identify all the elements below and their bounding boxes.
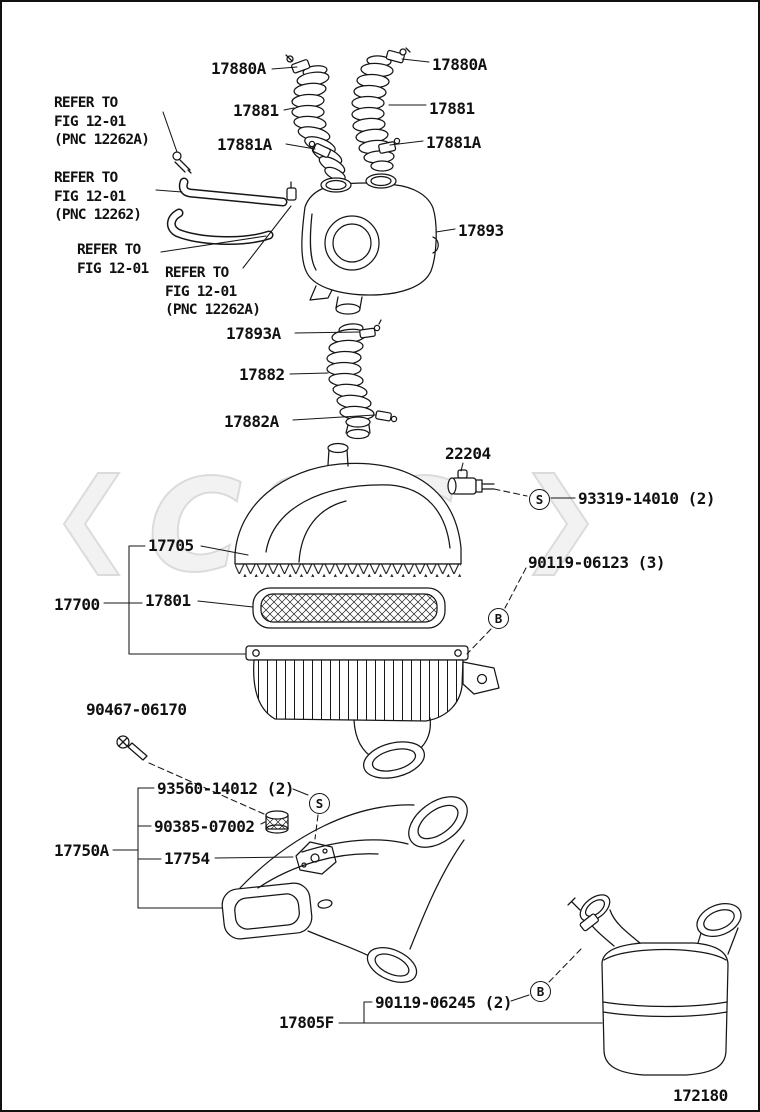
filter-element-17801-drawing <box>252 587 446 629</box>
part-label-17705: 17705 <box>148 536 194 555</box>
refer-note-4: REFER TO FIG 12-01 (PNC 12262A) <box>165 265 261 318</box>
part-label-17880a-left: 17880A <box>211 59 266 78</box>
clamp-17893a-drawing <box>359 319 382 339</box>
bracket-17754-drawing <box>295 841 337 875</box>
part-label-90467-06170: 90467-06170 <box>86 700 187 719</box>
cushion-90385-drawing <box>265 810 289 834</box>
part-label-17881a-left: 17881A <box>217 135 272 154</box>
part-label-93319-14010: 93319-14010 (2) <box>578 489 716 508</box>
fastener-symbol-screw-1: S <box>529 489 550 510</box>
bolt-90467-drawing <box>116 735 148 761</box>
hoses-17881-drawing <box>285 47 411 182</box>
refer-note-2: REFER TO FIG 12-01 (PNC 12262) <box>54 170 142 223</box>
leader-lines <box>103 58 603 1024</box>
clamp-17880a-left-drawing <box>285 54 311 74</box>
inlet-assembly-17893-drawing <box>301 173 439 315</box>
part-label-17881a-right: 17881A <box>426 133 481 152</box>
part-label-17750a: 17750A <box>54 841 109 860</box>
refer-note-1: REFER TO FIG 12-01 (PNC 12262A) <box>54 95 150 148</box>
air-cleaner-cap-17705-drawing <box>234 442 462 577</box>
part-label-17801: 17801 <box>145 591 191 610</box>
part-label-17805f: 17805F <box>279 1013 334 1032</box>
fastener-symbol-screw-2: S <box>309 793 330 814</box>
watermark-chevron-left <box>62 472 121 576</box>
refer-note-3: REFER TO FIG 12-01 <box>77 242 149 277</box>
sensor-22204-drawing <box>447 469 495 495</box>
part-label-22204: 22204 <box>445 444 491 463</box>
part-label-17893a: 17893A <box>226 324 281 343</box>
part-label-17881-left: 17881 <box>233 101 279 120</box>
hose-17882-drawing <box>326 319 398 440</box>
resonator-17805f-drawing <box>567 894 742 1076</box>
dashed-lines <box>148 488 583 983</box>
part-label-17880a-right: 17880A <box>432 55 487 74</box>
part-label-90119-06245: 90119-06245 (2) <box>375 993 513 1012</box>
part-label-17882: 17882 <box>239 365 285 384</box>
clamp-17882a-drawing <box>375 410 398 423</box>
part-label-17700: 17700 <box>54 595 100 614</box>
intake-duct-17750a-drawing <box>221 796 468 983</box>
part-label-17754: 17754 <box>164 849 210 868</box>
fastener-symbol-bolt-2: B <box>530 981 551 1002</box>
fastener-symbol-bolt-1: B <box>488 608 509 629</box>
part-label-17881-right: 17881 <box>429 99 475 118</box>
part-label-93560-14012: 93560-14012 (2) <box>157 779 295 798</box>
part-label-17882a: 17882A <box>224 412 279 431</box>
part-label-90385-07002: 90385-07002 <box>154 817 255 836</box>
clamp-17881a-left-drawing <box>308 140 331 158</box>
part-label-17893: 17893 <box>458 221 504 240</box>
part-label-90119-06123: 90119-06123 (3) <box>528 553 666 572</box>
air-cleaner-case-drawing <box>245 645 500 779</box>
refer-pipes-drawing <box>166 151 297 245</box>
figure-number: 172180 <box>673 1086 728 1105</box>
watermark-chevron-right <box>531 472 590 576</box>
